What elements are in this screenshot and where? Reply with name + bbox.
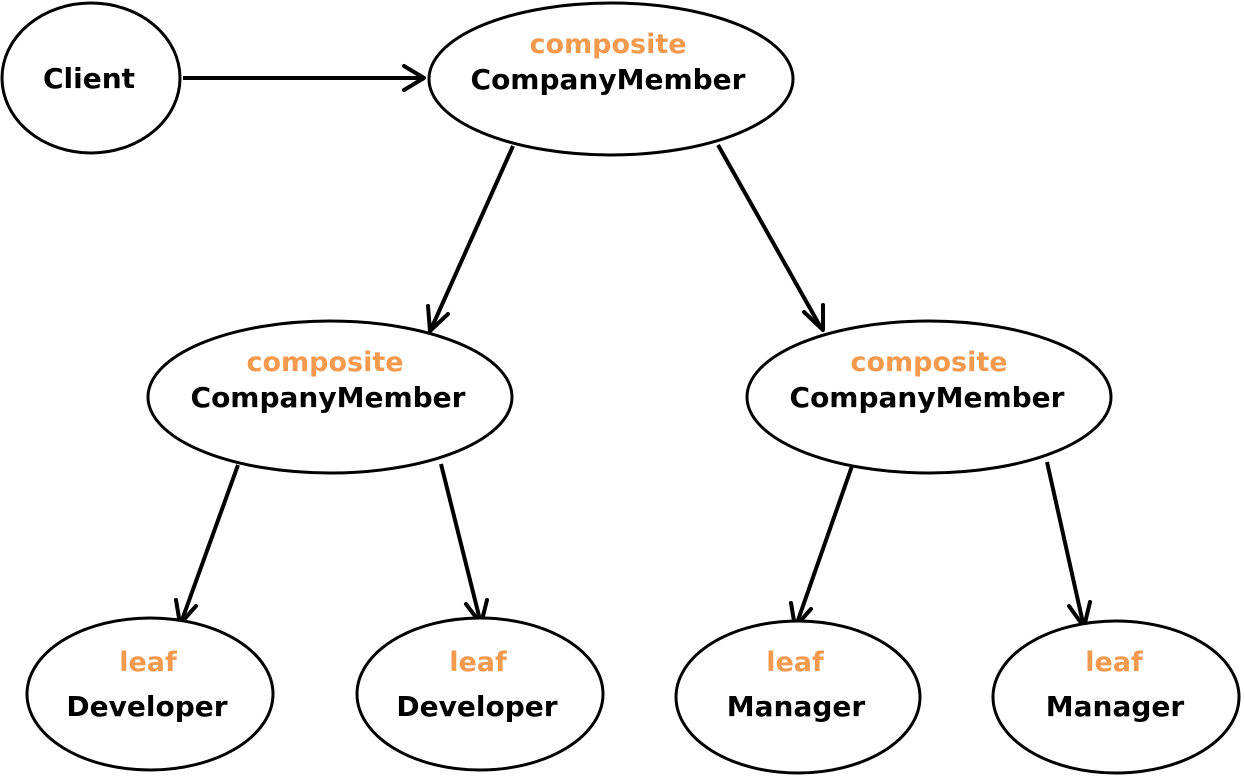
node-client: Client xyxy=(0,1,182,155)
node-role: composite xyxy=(246,347,403,378)
node-role: leaf xyxy=(119,647,177,678)
node-name: Manager xyxy=(727,690,866,723)
node-left-composite: composite CompanyMember xyxy=(146,319,514,475)
edge-left-to-dev2 xyxy=(439,463,489,626)
node-name: CompanyMember xyxy=(191,381,466,414)
node-role: leaf xyxy=(449,647,507,678)
node-leaf-developer-2: leaf Developer xyxy=(355,616,605,772)
node-name: Developer xyxy=(396,690,557,723)
arrowhead-icon xyxy=(402,64,426,92)
arrowhead-icon xyxy=(426,304,450,333)
node-leaf-manager-1: leaf Manager xyxy=(674,619,922,775)
node-name: Client xyxy=(43,62,135,95)
node-role: leaf xyxy=(766,647,824,678)
edge-left-to-dev1 xyxy=(174,464,240,626)
node-leaf-developer-1: leaf Developer xyxy=(25,616,275,772)
edge-client-to-root xyxy=(183,64,426,92)
edge-right-to-mgr2 xyxy=(1045,461,1092,629)
node-name: CompanyMember xyxy=(471,63,746,96)
node-leaf-manager-2: leaf Manager xyxy=(991,619,1241,775)
arrowhead-icon xyxy=(802,303,825,332)
node-role: composite xyxy=(850,347,1007,378)
node-right-composite: composite CompanyMember xyxy=(745,319,1113,475)
node-name: Developer xyxy=(66,690,227,723)
node-root-composite: composite CompanyMember xyxy=(427,1,795,157)
edge-root-to-left xyxy=(426,145,515,333)
edge-right-to-mgr1 xyxy=(789,465,854,629)
node-name: CompanyMember xyxy=(790,381,1065,414)
node-role: leaf xyxy=(1085,647,1143,678)
edge-root-to-right xyxy=(716,144,825,332)
node-role: composite xyxy=(529,29,686,60)
node-name: Manager xyxy=(1046,690,1185,723)
